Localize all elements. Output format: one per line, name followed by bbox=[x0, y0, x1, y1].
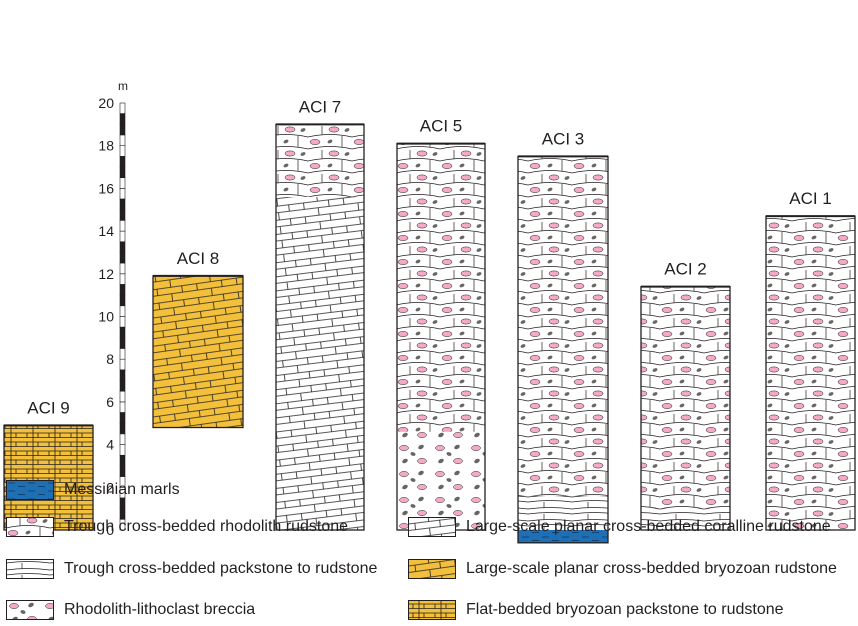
legend-label-planar-bryozoan: Large-scale planar cross-bedded bryozoan… bbox=[466, 560, 837, 577]
facies-interval bbox=[276, 124, 364, 197]
scale-tick-label: 4 bbox=[106, 437, 114, 453]
column-label: ACI 9 bbox=[27, 398, 70, 417]
scale-segment bbox=[119, 230, 126, 243]
scale-segment bbox=[119, 252, 126, 264]
column-aci-8: ACI 8 bbox=[152, 249, 244, 429]
scale-segment bbox=[119, 102, 126, 114]
column-label: ACI 1 bbox=[789, 189, 832, 208]
trough-rhodolith-swatch bbox=[6, 517, 54, 537]
legend-label-marl: Messinian marls bbox=[64, 481, 180, 498]
scale-segment bbox=[119, 358, 126, 371]
scale-segment bbox=[119, 444, 126, 456]
facies-interval bbox=[766, 216, 855, 530]
facies-interval bbox=[397, 431, 485, 469]
legend-item-flat-bryozoan: Flat-bedded bryozoan packstone to rudsto… bbox=[408, 598, 784, 622]
scale-segment bbox=[119, 305, 126, 317]
legend-item-breccia: Rhodolith-lithoclast breccia bbox=[6, 598, 255, 622]
scale-tick-label: 14 bbox=[98, 223, 114, 239]
flat-bryozoan-swatch bbox=[408, 600, 456, 620]
scale-segment bbox=[119, 156, 126, 168]
scale-segment bbox=[119, 177, 126, 189]
scale-segment bbox=[119, 380, 126, 392]
scale-tick-label: 6 bbox=[106, 394, 114, 410]
scale-segment bbox=[119, 198, 126, 211]
scale-segment bbox=[119, 497, 126, 509]
scale-segment bbox=[119, 390, 126, 403]
facies-interval bbox=[4, 425, 93, 530]
column-aci-7: ACI 7 bbox=[275, 97, 365, 531]
scale-tick-label: 0 bbox=[106, 522, 114, 538]
facies-interval bbox=[641, 286, 730, 509]
scale-segment bbox=[119, 433, 126, 445]
column-aci-9: ACI 9 bbox=[3, 398, 94, 531]
legend-item-trough-rhodolith: Trough cross-bedded rhodolith rudstone bbox=[6, 515, 348, 539]
scale-segment bbox=[119, 134, 126, 147]
scale-segment bbox=[119, 401, 126, 413]
legend-label-trough-rhodolith: Trough cross-bedded rhodolith rudstone bbox=[64, 518, 349, 535]
scale-segment bbox=[119, 348, 126, 360]
column-label: ACI 7 bbox=[299, 97, 342, 116]
scale-segment bbox=[119, 273, 126, 285]
breccia-swatch bbox=[6, 600, 54, 620]
legend-item-marl: Messinian marls bbox=[6, 478, 180, 502]
scale-segment bbox=[119, 294, 126, 307]
scale-tick-label: 18 bbox=[98, 138, 114, 154]
scale-segment bbox=[119, 209, 126, 221]
column-aci-2: ACI 2 bbox=[640, 260, 731, 531]
column-label: ACI 2 bbox=[664, 260, 707, 279]
scale-segment bbox=[119, 412, 126, 424]
scale-segment bbox=[119, 454, 126, 467]
scale-segment bbox=[119, 113, 126, 125]
facies-interval bbox=[518, 495, 608, 530]
column-aci-1: ACI 1 bbox=[765, 189, 856, 531]
scale-segment bbox=[119, 166, 126, 179]
scale-tick-label: 12 bbox=[98, 266, 114, 282]
scale-segment bbox=[119, 337, 126, 349]
scale-segment bbox=[119, 476, 126, 488]
legend-item-planar-coralline: Large-scale planar cross-bedded corallin… bbox=[408, 515, 831, 539]
scale-segment bbox=[119, 369, 126, 381]
scale-segment bbox=[119, 241, 126, 253]
scale-segment bbox=[119, 188, 126, 200]
scale-segment bbox=[119, 262, 126, 275]
column-label: ACI 3 bbox=[542, 129, 585, 148]
planar-coralline-swatch bbox=[408, 517, 456, 537]
legend-label-breccia: Rhodolith-lithoclast breccia bbox=[64, 601, 256, 618]
column-label: ACI 8 bbox=[177, 249, 220, 268]
legend-item-planar-bryozoan: Large-scale planar cross-bedded bryozoan… bbox=[408, 557, 837, 581]
facies-interval bbox=[641, 508, 730, 530]
legend-label-flat-bryozoan: Flat-bedded bryozoan packstone to rudsto… bbox=[466, 601, 784, 618]
scale-segment bbox=[119, 326, 126, 339]
facies-interval bbox=[153, 275, 243, 428]
depth-scale: 0 2 4 6 8 10 12 14 16 18 20 bbox=[98, 95, 126, 538]
scale-segment bbox=[119, 220, 126, 232]
scale-segment bbox=[119, 316, 126, 328]
scale-tick-label: 2 bbox=[106, 479, 114, 495]
scale-tick-label: 16 bbox=[98, 180, 114, 196]
facies-interval bbox=[276, 196, 364, 530]
planar-bryozoan-swatch bbox=[408, 559, 456, 579]
trough-packstone-swatch bbox=[6, 559, 54, 579]
scale-tick-label: 20 bbox=[98, 95, 114, 111]
legend: Messinian marls Trough cross-bedded rhod… bbox=[0, 470, 858, 620]
column-aci-3: ACI 3 bbox=[517, 129, 609, 544]
legend-label-planar-coralline: Large-scale planar cross-bedded corallin… bbox=[466, 518, 831, 535]
facies-interval bbox=[518, 530, 608, 543]
scale-segment bbox=[119, 519, 126, 531]
column-label: ACI 5 bbox=[420, 117, 463, 136]
scale-segment bbox=[119, 145, 126, 157]
legend-label-trough-packstone: Trough cross-bedded packstone to rudston… bbox=[64, 560, 378, 577]
legend-item-trough-packstone: Trough cross-bedded packstone to rudston… bbox=[6, 557, 377, 581]
scale-tick-label: 8 bbox=[106, 351, 114, 367]
column-aci-5: ACI 5 bbox=[396, 117, 486, 531]
scale-tick-label: 10 bbox=[98, 309, 114, 325]
marl-swatch bbox=[6, 480, 54, 500]
scale-segment bbox=[119, 124, 126, 136]
facies-interval bbox=[397, 143, 485, 432]
scale-unit-label: m bbox=[118, 79, 128, 93]
scale-segment bbox=[119, 422, 126, 435]
facies-interval bbox=[518, 156, 608, 496]
scale-segment bbox=[119, 284, 126, 296]
